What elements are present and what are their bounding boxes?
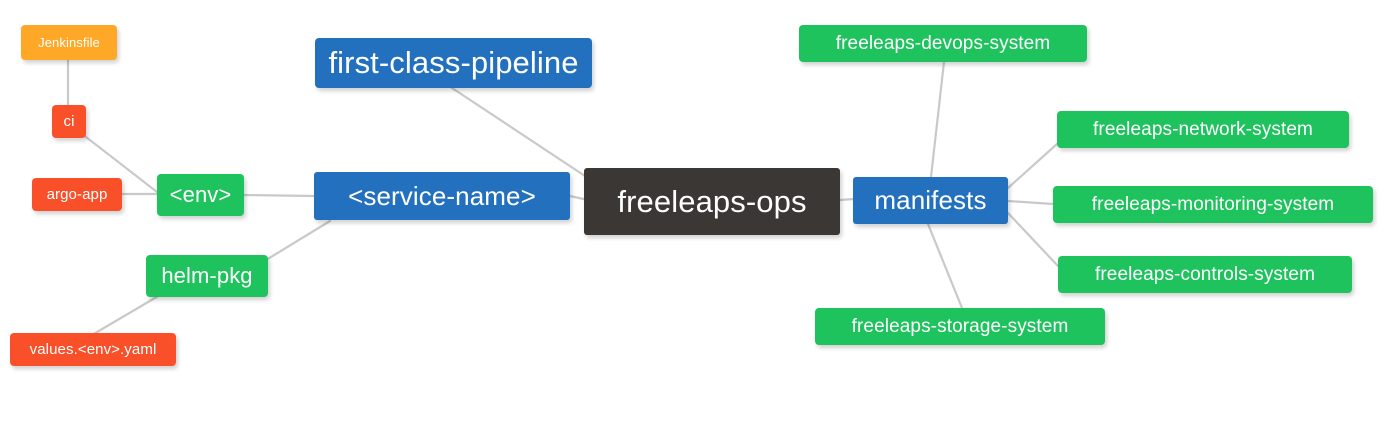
node-env[interactable]: <env> <box>157 174 244 216</box>
node-helm-pkg[interactable]: helm-pkg <box>146 255 268 297</box>
edge-ops-manifests <box>838 197 856 202</box>
node-label: freeleaps-ops <box>617 183 807 219</box>
node-label: manifests <box>874 185 987 215</box>
node-label: freeleaps-network-system <box>1093 118 1313 140</box>
edge-manifests-network <box>1006 142 1059 190</box>
node-label: argo-app <box>46 186 108 203</box>
node-freeleaps-controls-system[interactable]: freeleaps-controls-system <box>1058 256 1352 293</box>
node-label: <service-name> <box>348 180 536 211</box>
node-first-class-pipeline[interactable]: first-class-pipeline <box>315 38 592 88</box>
node-freeleaps-storage-system[interactable]: freeleaps-storage-system <box>815 308 1105 345</box>
node-service-name[interactable]: <service-name> <box>314 172 570 220</box>
node-label: freeleaps-storage-system <box>851 315 1069 337</box>
edge-helm-values <box>90 293 162 337</box>
node-ci[interactable]: ci <box>52 105 86 138</box>
node-freeleaps-network-system[interactable]: freeleaps-network-system <box>1057 111 1349 148</box>
edge-pipeline-ops <box>450 86 590 180</box>
edge-manifests-devops <box>929 60 946 179</box>
node-jenkinsfile[interactable]: Jenkinsfile <box>21 25 117 60</box>
node-label: values.<env>.yaml <box>29 341 157 358</box>
node-label: <env> <box>169 182 232 207</box>
node-values-yaml[interactable]: values.<env>.yaml <box>10 333 176 366</box>
edge-env-service-name <box>241 193 316 198</box>
edge-manifests-storage <box>926 222 964 310</box>
edge-manifests-monitoring <box>1006 199 1055 206</box>
node-label: freeleaps-controls-system <box>1094 263 1316 285</box>
node-manifests[interactable]: manifests <box>853 177 1008 224</box>
node-freeleaps-devops-system[interactable]: freeleaps-devops-system <box>799 25 1087 62</box>
node-freeleaps-ops[interactable]: freeleaps-ops <box>584 168 840 235</box>
node-argo-app[interactable]: argo-app <box>32 178 122 211</box>
node-label: first-class-pipeline <box>328 45 579 80</box>
edge-manifests-controls <box>1006 211 1060 268</box>
node-label: freeleaps-devops-system <box>835 32 1051 54</box>
node-label: freeleaps-monitoring-system <box>1091 193 1335 215</box>
node-label: ci <box>63 113 75 130</box>
node-label: Jenkinsfile <box>38 35 100 50</box>
node-freeleaps-monitoring-system[interactable]: freeleaps-monitoring-system <box>1053 186 1373 223</box>
node-label: helm-pkg <box>161 263 253 288</box>
